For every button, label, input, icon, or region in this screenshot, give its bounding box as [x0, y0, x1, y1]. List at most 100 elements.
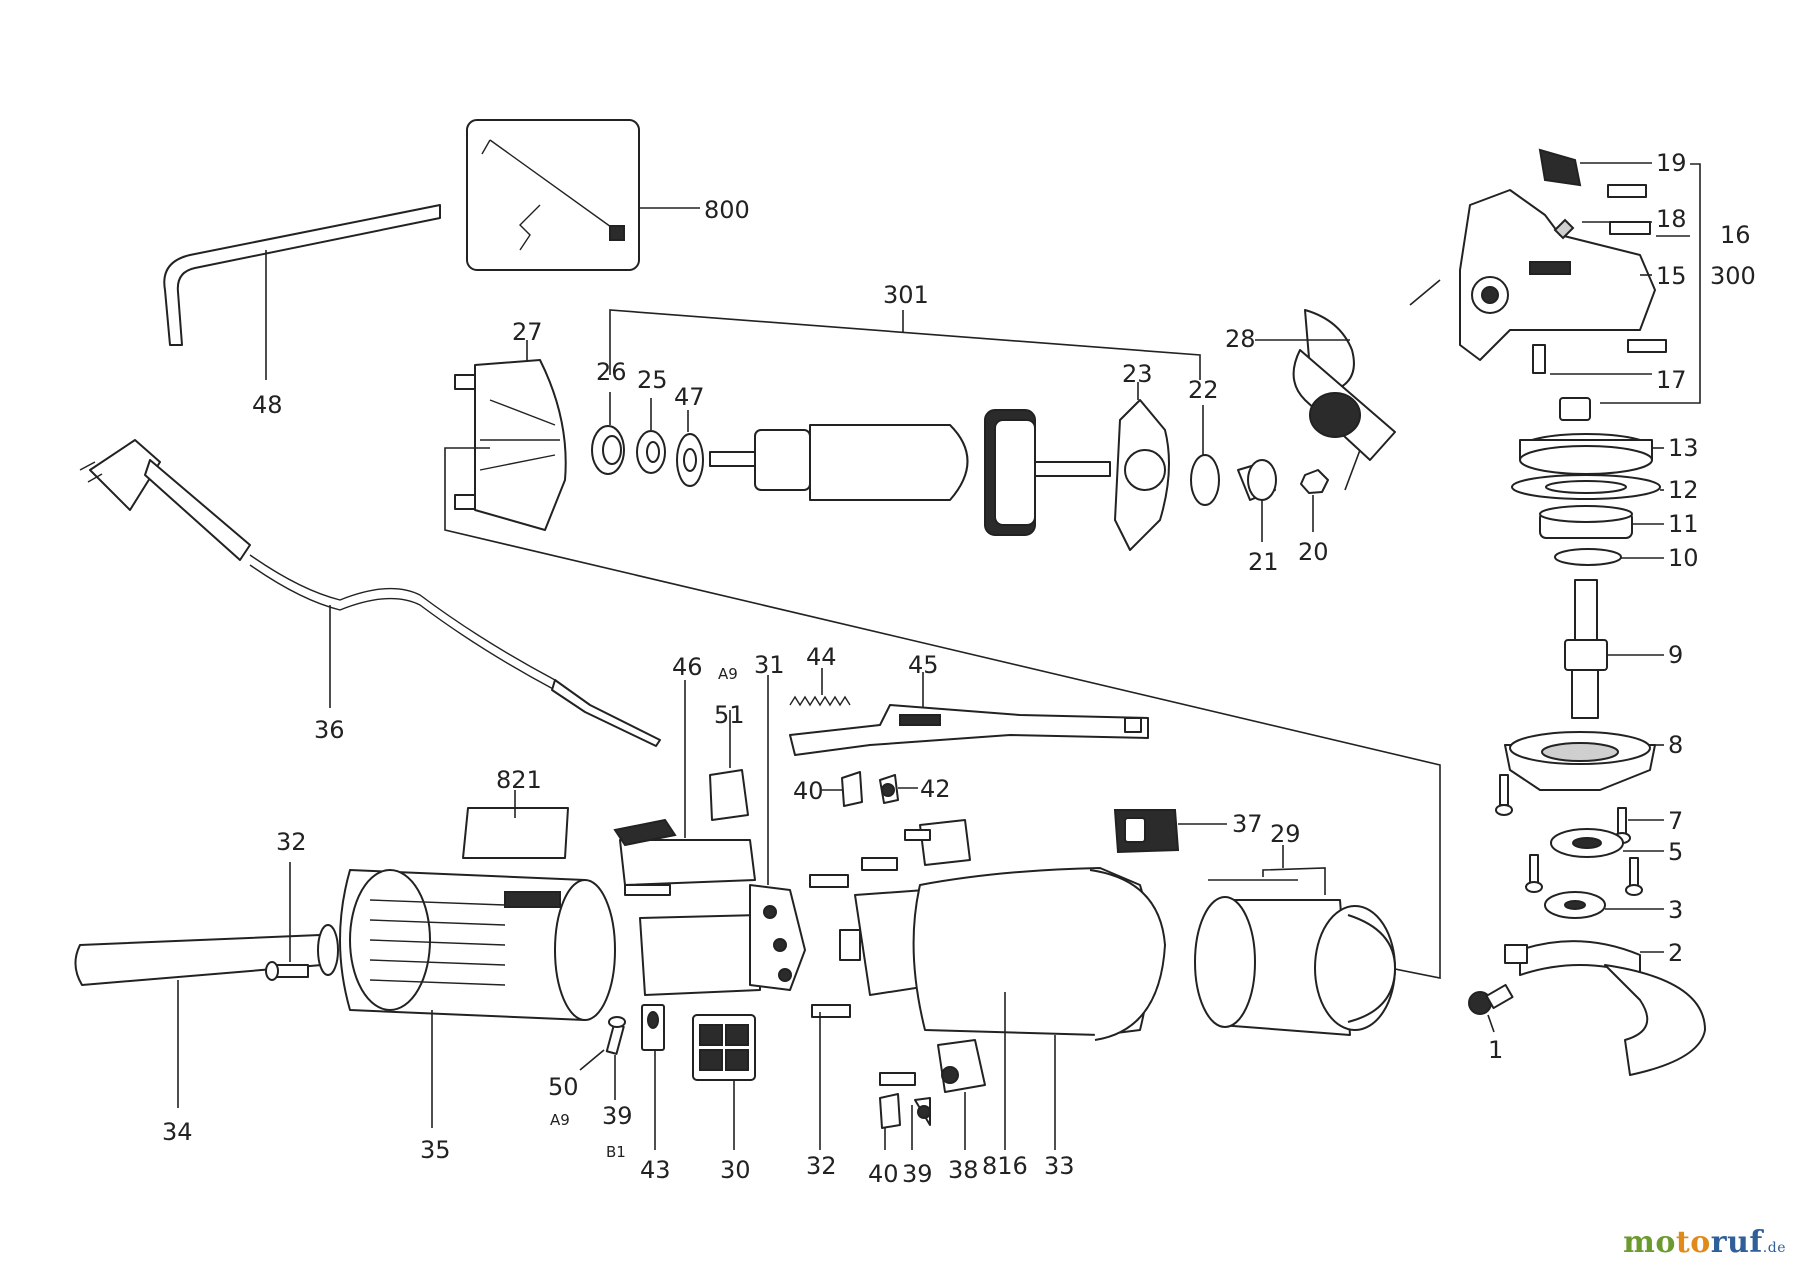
callout-39-left: 39	[602, 1102, 633, 1130]
callout-821: 821	[496, 766, 542, 794]
part-48-hex-key	[163, 204, 441, 380]
part-36-power-cord	[79, 439, 661, 747]
callout-8: 8	[1668, 731, 1683, 759]
callout-50: 50	[548, 1073, 579, 1101]
callout-51: 51	[714, 701, 745, 729]
callout-44: 44	[806, 643, 837, 671]
callout-19: 19	[1656, 149, 1687, 177]
callout-34: 34	[162, 1118, 193, 1146]
brand-logo-part2: to	[1675, 1225, 1711, 1260]
callout-28: 28	[1225, 325, 1256, 353]
callout-7: 7	[1668, 807, 1683, 835]
callout-800: 800	[704, 196, 750, 224]
part-12-washer	[1511, 474, 1664, 500]
part-27-fan	[454, 340, 567, 531]
callout-5: 5	[1668, 838, 1683, 866]
part-23-baffle	[1114, 382, 1170, 551]
part-37-lock-button	[1113, 809, 1227, 854]
callout-1: 1	[1488, 1036, 1503, 1064]
callout-40-upper: 40	[793, 777, 824, 805]
callout-20: 20	[1298, 538, 1329, 566]
part-7-screws	[1495, 774, 1664, 896]
callout-22: 22	[1188, 376, 1219, 404]
callout-21: 21	[1248, 548, 1279, 576]
callout-31: 31	[754, 651, 785, 679]
callout-43: 43	[640, 1156, 671, 1184]
part-13-bearing	[1519, 433, 1664, 475]
callout-45: 45	[908, 651, 939, 679]
callout-labels: 800 48 301 27 26 25 47 23 22 21 20 28 19…	[162, 149, 1756, 1188]
callout-32-lower: 32	[806, 1152, 837, 1180]
part-47-washer	[676, 410, 704, 487]
callout-A9-upper: A9	[718, 665, 738, 683]
callout-17: 17	[1656, 366, 1687, 394]
part-300-gear-housing	[1459, 148, 1701, 421]
part-51-block	[709, 710, 749, 821]
part-50-screw	[579, 1016, 626, 1071]
stator-bracket	[444, 447, 1441, 979]
part-10-ring	[1554, 548, 1664, 566]
part-40-cover-lower	[879, 1093, 901, 1150]
part-2-guard	[1504, 940, 1706, 1076]
callout-B1: B1	[606, 1143, 626, 1161]
callout-48: 48	[252, 391, 283, 419]
callout-10: 10	[1668, 544, 1699, 572]
part-20-nut	[1300, 469, 1329, 532]
callout-2: 2	[1668, 939, 1683, 967]
callout-35: 35	[420, 1136, 451, 1164]
part-45-switch-rod	[789, 672, 1149, 756]
callout-12: 12	[1668, 476, 1699, 504]
armature	[709, 409, 1111, 536]
part-5-flange	[1550, 828, 1664, 858]
part-40-cover-upper	[822, 771, 863, 807]
callout-33: 33	[1044, 1152, 1075, 1180]
part-1-screw	[1468, 983, 1514, 1033]
callout-46: 46	[672, 653, 703, 681]
part-821-label	[462, 790, 569, 859]
part-32-screws-middle	[809, 857, 898, 1150]
brand-logo-tld: .de	[1762, 1240, 1786, 1256]
callout-16: 16	[1720, 221, 1751, 249]
part-800-inset	[466, 119, 700, 271]
callout-26: 26	[596, 358, 627, 386]
part-11-bearing	[1539, 505, 1664, 539]
callout-25: 25	[637, 366, 668, 394]
callout-37: 37	[1232, 810, 1263, 838]
callout-13: 13	[1668, 434, 1699, 462]
part-21-sleeve	[1237, 459, 1277, 542]
part-32-screw-upper	[265, 862, 309, 981]
callout-47: 47	[674, 383, 705, 411]
part-46-switch-module	[613, 680, 756, 896]
part-31-switch-housing	[639, 675, 806, 996]
callout-42: 42	[920, 775, 951, 803]
callout-39-right: 39	[902, 1160, 933, 1188]
callout-27: 27	[512, 318, 543, 346]
part-switch-bracket	[904, 819, 971, 866]
part-28-side-handle	[1255, 279, 1441, 491]
callout-36: 36	[314, 716, 345, 744]
part-30-terminal-block	[692, 1014, 756, 1150]
part-29-brushes-and-armature	[1194, 845, 1396, 1036]
callout-11: 11	[1668, 510, 1699, 538]
brand-logo-part3: ruf	[1710, 1225, 1763, 1260]
part-35-housing	[339, 869, 616, 1128]
callout-38: 38	[948, 1156, 979, 1184]
callout-300: 300	[1710, 262, 1756, 290]
part-26-bearing	[591, 392, 625, 475]
part-9-spindle	[1564, 579, 1664, 719]
part-38-brush-holder	[879, 1039, 986, 1150]
callout-9: 9	[1668, 641, 1683, 669]
part-8-flange	[1504, 731, 1664, 791]
part-34-handle	[74, 924, 339, 1108]
brand-logo-part1: mo	[1623, 1225, 1676, 1260]
part-301-bracket	[609, 309, 1201, 380]
part-22-bearing	[1190, 405, 1220, 506]
part-25-bearing	[636, 398, 666, 474]
part-43-bracket	[641, 1004, 665, 1150]
brand-logo[interactable]: motoruf.de	[1623, 1225, 1786, 1260]
part-33-motor-housing	[912, 867, 1166, 1150]
callout-A9-lower: A9	[550, 1111, 570, 1129]
part-42-clip	[879, 774, 918, 804]
part-44-spring	[789, 668, 851, 707]
